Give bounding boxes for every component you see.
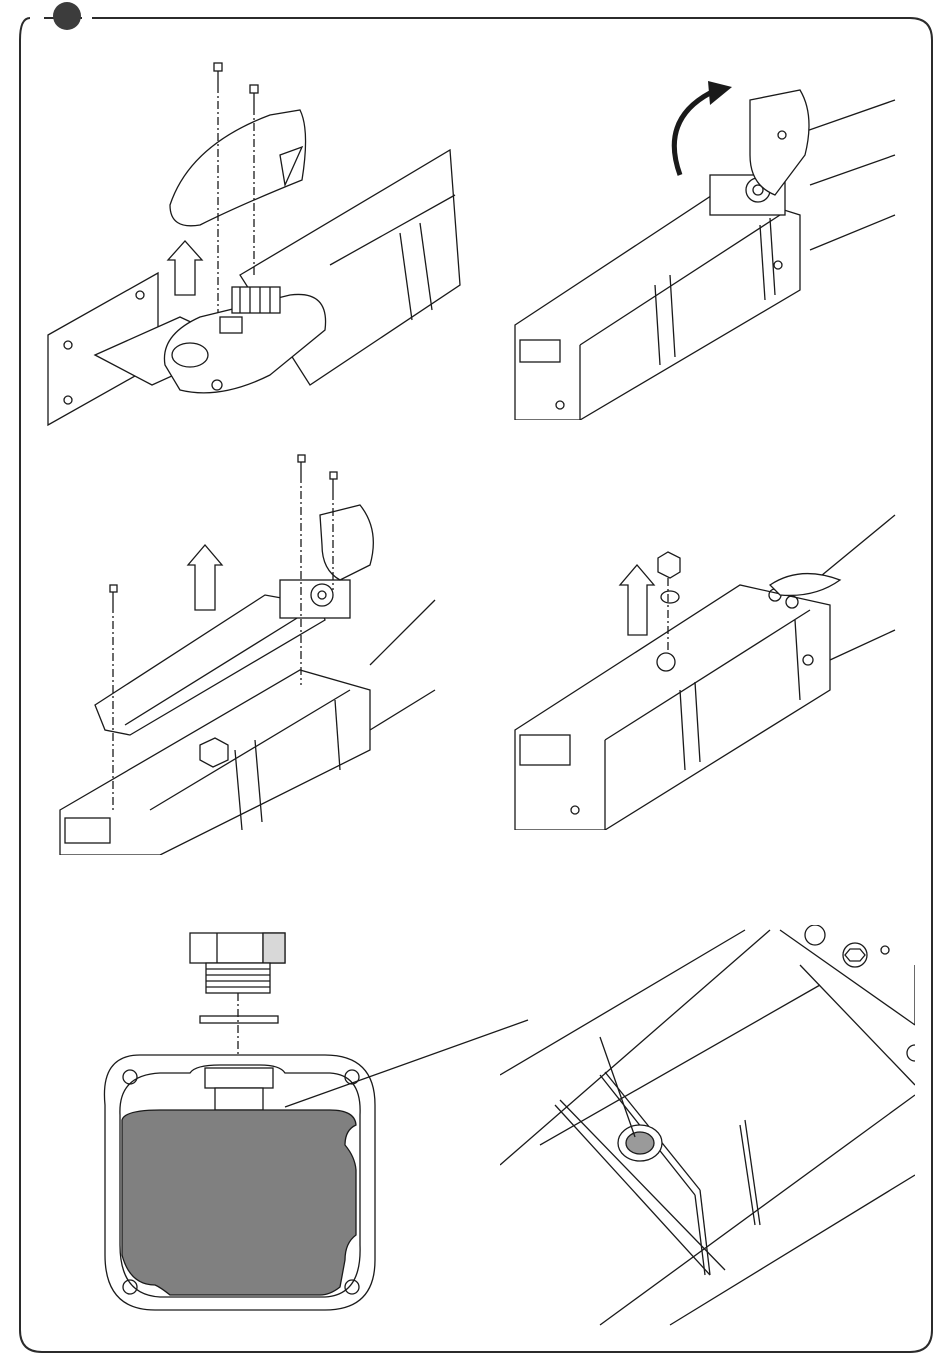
screw-icon bbox=[250, 85, 258, 107]
arrow-up-icon bbox=[188, 545, 222, 610]
oil-fill bbox=[122, 1110, 356, 1295]
panel-remove-top-cover bbox=[50, 450, 440, 855]
panel-remove-front-cover bbox=[40, 55, 470, 435]
arrow-up-icon bbox=[168, 241, 202, 295]
screw-icon bbox=[330, 472, 337, 492]
washer-icon bbox=[200, 1016, 278, 1023]
curved-arrow-icon bbox=[674, 93, 710, 175]
screw-icon bbox=[214, 63, 222, 85]
step-badge bbox=[53, 2, 81, 30]
actuator-body bbox=[515, 585, 830, 830]
actuator-body bbox=[515, 190, 800, 420]
front-cover bbox=[170, 110, 306, 226]
panel-oil-level-section bbox=[100, 925, 540, 1335]
screw-icon bbox=[298, 455, 305, 475]
hex-plug-icon bbox=[200, 738, 228, 767]
screw-icon bbox=[110, 585, 117, 605]
panel-oil-hole-detail bbox=[500, 925, 915, 1330]
panel-remove-oil-plug bbox=[510, 510, 900, 830]
hex-plug-icon bbox=[658, 552, 680, 578]
release-cover bbox=[750, 90, 809, 195]
panel-open-release-cover bbox=[510, 75, 900, 420]
arrow-up-icon bbox=[620, 565, 654, 635]
hex-plug-icon bbox=[190, 933, 285, 993]
washer-icon bbox=[661, 591, 679, 603]
